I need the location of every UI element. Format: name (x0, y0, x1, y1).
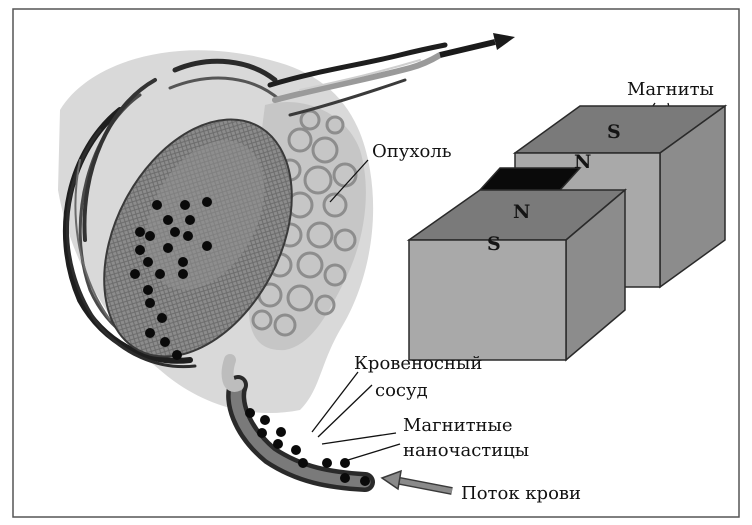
pole-front-top: S (487, 233, 501, 255)
nanoparticle (260, 415, 270, 425)
pole-back-top: S (607, 121, 621, 143)
nanoparticle (143, 257, 153, 267)
nanoparticle (178, 269, 188, 279)
nanoparticle (180, 200, 190, 210)
label-tumor: Опухоль (372, 141, 452, 162)
nanoparticle (340, 473, 350, 483)
nanoparticle (155, 269, 165, 279)
front-magnet-front (409, 240, 566, 360)
nanoparticle (360, 476, 370, 486)
label-nanoparticles-line1: Магнитные (403, 415, 513, 436)
label-vessel-line1: Кровеносный (354, 353, 482, 374)
nanoparticle (145, 231, 155, 241)
nanoparticle (152, 200, 162, 210)
nanoparticle (202, 241, 212, 251)
nanoparticle (298, 458, 308, 468)
nanoparticle (163, 243, 173, 253)
nanoparticle (160, 337, 170, 347)
nanoparticle (291, 445, 301, 455)
nanoparticle (145, 298, 155, 308)
nanoparticle (276, 427, 286, 437)
nanoparticle (145, 328, 155, 338)
label-nanoparticles-line2: наночастицы (403, 440, 529, 461)
nanoparticle (170, 227, 180, 237)
nanoparticle (178, 257, 188, 267)
label-blood-flow: Поток крови (461, 483, 581, 504)
nanoparticle (202, 197, 212, 207)
nanoparticle (322, 458, 332, 468)
nanoparticle (183, 231, 193, 241)
nanoparticle (257, 428, 267, 438)
nanoparticle (143, 285, 153, 295)
nanoparticle (273, 439, 283, 449)
nanoparticle (172, 350, 182, 360)
nanoparticle (163, 215, 173, 225)
pole-back-inner: N (574, 151, 591, 173)
nanoparticle (135, 245, 145, 255)
label-vessel-line2: сосуд (375, 380, 428, 401)
nanoparticle (185, 215, 195, 225)
nanoparticle (135, 227, 145, 237)
label-magnets: Магниты (627, 79, 714, 100)
pole-front-inner: N (513, 201, 530, 223)
nanoparticle (245, 408, 255, 418)
nanoparticle (130, 269, 140, 279)
nanoparticle (157, 313, 167, 323)
